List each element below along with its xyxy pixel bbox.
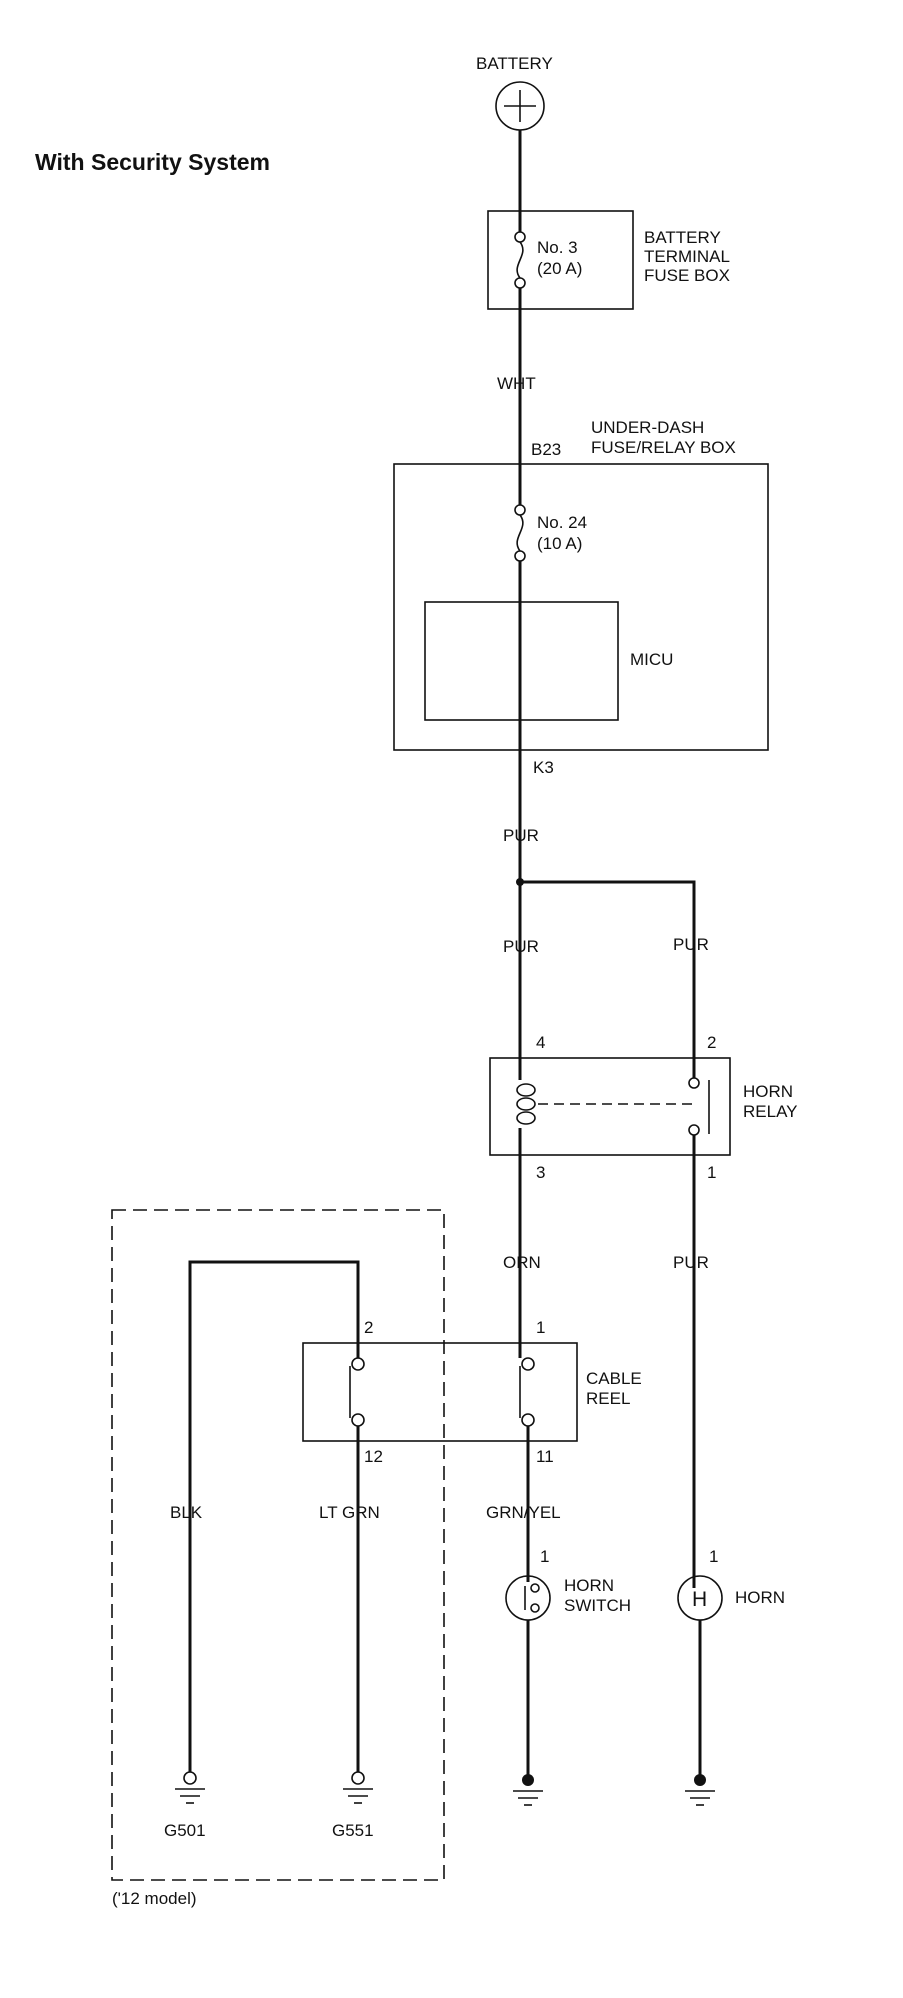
ground-g501-label: G501	[164, 1821, 206, 1840]
fuse24-number: No. 24	[537, 513, 587, 532]
fuse24-bottom-terminal	[514, 550, 526, 562]
horn-relay: 4 2 3 1 HORN RELAY	[489, 1033, 798, 1182]
cable-reel-outline	[302, 1342, 578, 1442]
reel-left-contact-top	[351, 1357, 365, 1371]
ground-horn	[685, 1774, 715, 1806]
wire-branch-to-relay-switch	[520, 880, 696, 1078]
wire-label-lt-grn: LT GRN	[319, 1503, 380, 1522]
ground-horn-terminal	[694, 1774, 706, 1786]
fuse-box-name-line2: TERMINAL	[644, 247, 730, 266]
ground-g551: G551	[332, 1771, 374, 1840]
horn-symbol: H	[692, 1588, 707, 1611]
cable-reel: 2 1 12 11 CABLE REEL	[302, 1318, 642, 1466]
fuse3-bottom-terminal	[514, 277, 526, 289]
wire-label-orn: ORN	[503, 1253, 541, 1272]
fuse3-rating: (20 A)	[537, 259, 582, 278]
fuse3-top-terminal	[514, 231, 526, 243]
micu-label: MICU	[630, 650, 673, 669]
ground-horn-switch-terminal	[522, 1774, 534, 1786]
relay-pin-2: 2	[707, 1033, 716, 1052]
reel-right-contact-top	[521, 1357, 535, 1371]
wire-label-pur-coil: PUR	[503, 937, 539, 956]
wire-label-wht: WHT	[497, 374, 536, 393]
relay-coil	[516, 1083, 536, 1125]
wire-label-pur-switch: PUR	[673, 935, 709, 954]
fuse-box-outline	[487, 210, 634, 310]
relay-contact-top	[688, 1077, 700, 1089]
reel-right-contact-bottom	[521, 1413, 535, 1427]
fuse3-element	[516, 241, 524, 279]
horn-relay-outline	[489, 1057, 731, 1156]
diagram-title: With Security System	[35, 149, 270, 175]
wire-label-pur-horn: PUR	[673, 1253, 709, 1272]
horn-switch-name-line2: SWITCH	[564, 1596, 631, 1615]
battery-label: BATTERY	[476, 54, 553, 73]
relay-pin-4: 4	[536, 1033, 545, 1052]
relay-contact-bottom	[688, 1124, 700, 1136]
model-2012-region	[111, 1209, 445, 1881]
horn-label: HORN	[735, 1588, 785, 1607]
ground-g551-label: G551	[332, 1821, 374, 1840]
reel-left-contact-bottom	[351, 1413, 365, 1427]
relay-pin-3: 3	[536, 1163, 545, 1182]
underdash-name-line1: UNDER-DASH	[591, 418, 704, 437]
horn-switch-contact-top	[530, 1583, 540, 1593]
reel-pin-12: 12	[364, 1447, 383, 1466]
reel-pin-11: 11	[536, 1447, 554, 1466]
fuse24-rating: (10 A)	[537, 534, 582, 553]
cable-reel-name-line2: REEL	[586, 1389, 630, 1408]
horn-switch-pin: 1	[540, 1547, 549, 1566]
fuse3-number: No. 3	[537, 238, 578, 257]
ground-g501: G501	[164, 1771, 206, 1840]
horn-switch-name-line1: HORN	[564, 1576, 614, 1595]
wire-label-blk: BLK	[170, 1503, 203, 1522]
horn-pin: 1	[709, 1547, 718, 1566]
model-2012-note: ('12 model)	[112, 1889, 197, 1908]
horn-switch-circle	[505, 1575, 551, 1621]
horn: 1 H HORN	[677, 1547, 785, 1621]
wire-label-grn-yel: GRN/YEL	[486, 1503, 561, 1522]
fuse-box-name-line1: BATTERY	[644, 228, 721, 247]
battery-symbol: BATTERY	[476, 54, 553, 131]
horn-switch-contact-bottom	[530, 1603, 540, 1613]
cable-reel-name-line1: CABLE	[586, 1369, 642, 1388]
underdash-fuse-relay-box: UNDER-DASH FUSE/RELAY BOX B23 No. 24 (10…	[393, 418, 769, 777]
reel-pin-1: 1	[536, 1318, 545, 1337]
relay-pin-1: 1	[707, 1163, 716, 1182]
ground-g501-terminal	[183, 1771, 197, 1785]
underdash-name-line2: FUSE/RELAY BOX	[591, 438, 736, 457]
battery-terminal-fuse-box: No. 3 (20 A) BATTERY TERMINAL FUSE BOX	[487, 210, 730, 310]
horn-relay-name-line2: RELAY	[743, 1102, 798, 1121]
underdash-input-pin: B23	[531, 440, 561, 459]
horn-switch: 1 HORN SWITCH	[505, 1547, 631, 1621]
fuse-box-name-line3: FUSE BOX	[644, 266, 730, 285]
underdash-box-outline	[393, 463, 769, 751]
reel-pin-2: 2	[364, 1318, 373, 1337]
underdash-output-pin: K3	[533, 758, 554, 777]
fuse24-top-terminal	[514, 504, 526, 516]
wire-label-pur-main: PUR	[503, 826, 539, 845]
ground-horn-switch	[513, 1774, 543, 1806]
horn-relay-name-line1: HORN	[743, 1082, 793, 1101]
wire-blk	[188, 1260, 360, 1772]
ground-g551-terminal	[351, 1771, 365, 1785]
fuse24-element	[516, 514, 524, 552]
